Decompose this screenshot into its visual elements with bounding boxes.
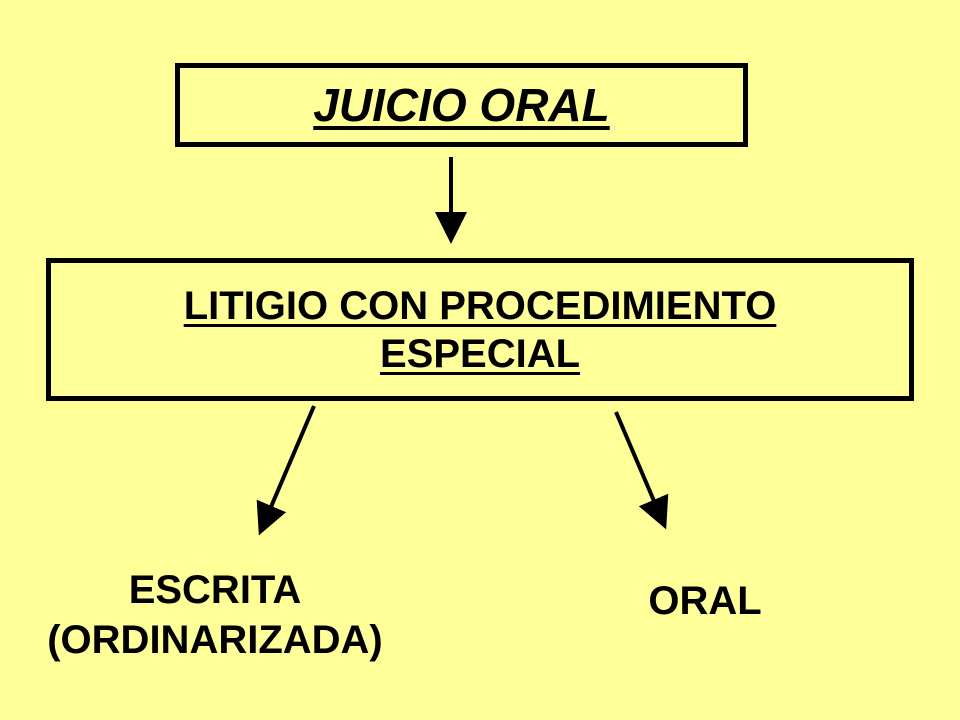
juicio-oral-box: JUICIO ORAL <box>175 63 748 147</box>
arrow-middle-to-escrita <box>256 405 316 536</box>
ordinarizada-label: (ORDINARIZADA) <box>47 618 383 662</box>
juicio-oral-label: JUICIO ORAL <box>313 79 610 131</box>
oral-label: ORAL <box>648 579 762 623</box>
litigio-label-line2: ESPECIAL <box>379 331 581 376</box>
escrita-node: ESCRITA (ORDINARIZADA) <box>0 565 430 665</box>
litigio-label-line1: LITIGIO CON PROCEDIMIENTO <box>183 283 777 328</box>
litigio-procedimiento-especial-box: LITIGIO CON PROCEDIMIENTO ESPECIAL <box>46 258 914 401</box>
oral-node: ORAL <box>600 576 810 626</box>
escrita-label: ESCRITA <box>128 568 302 612</box>
arrow-middle-to-oral <box>614 411 669 530</box>
